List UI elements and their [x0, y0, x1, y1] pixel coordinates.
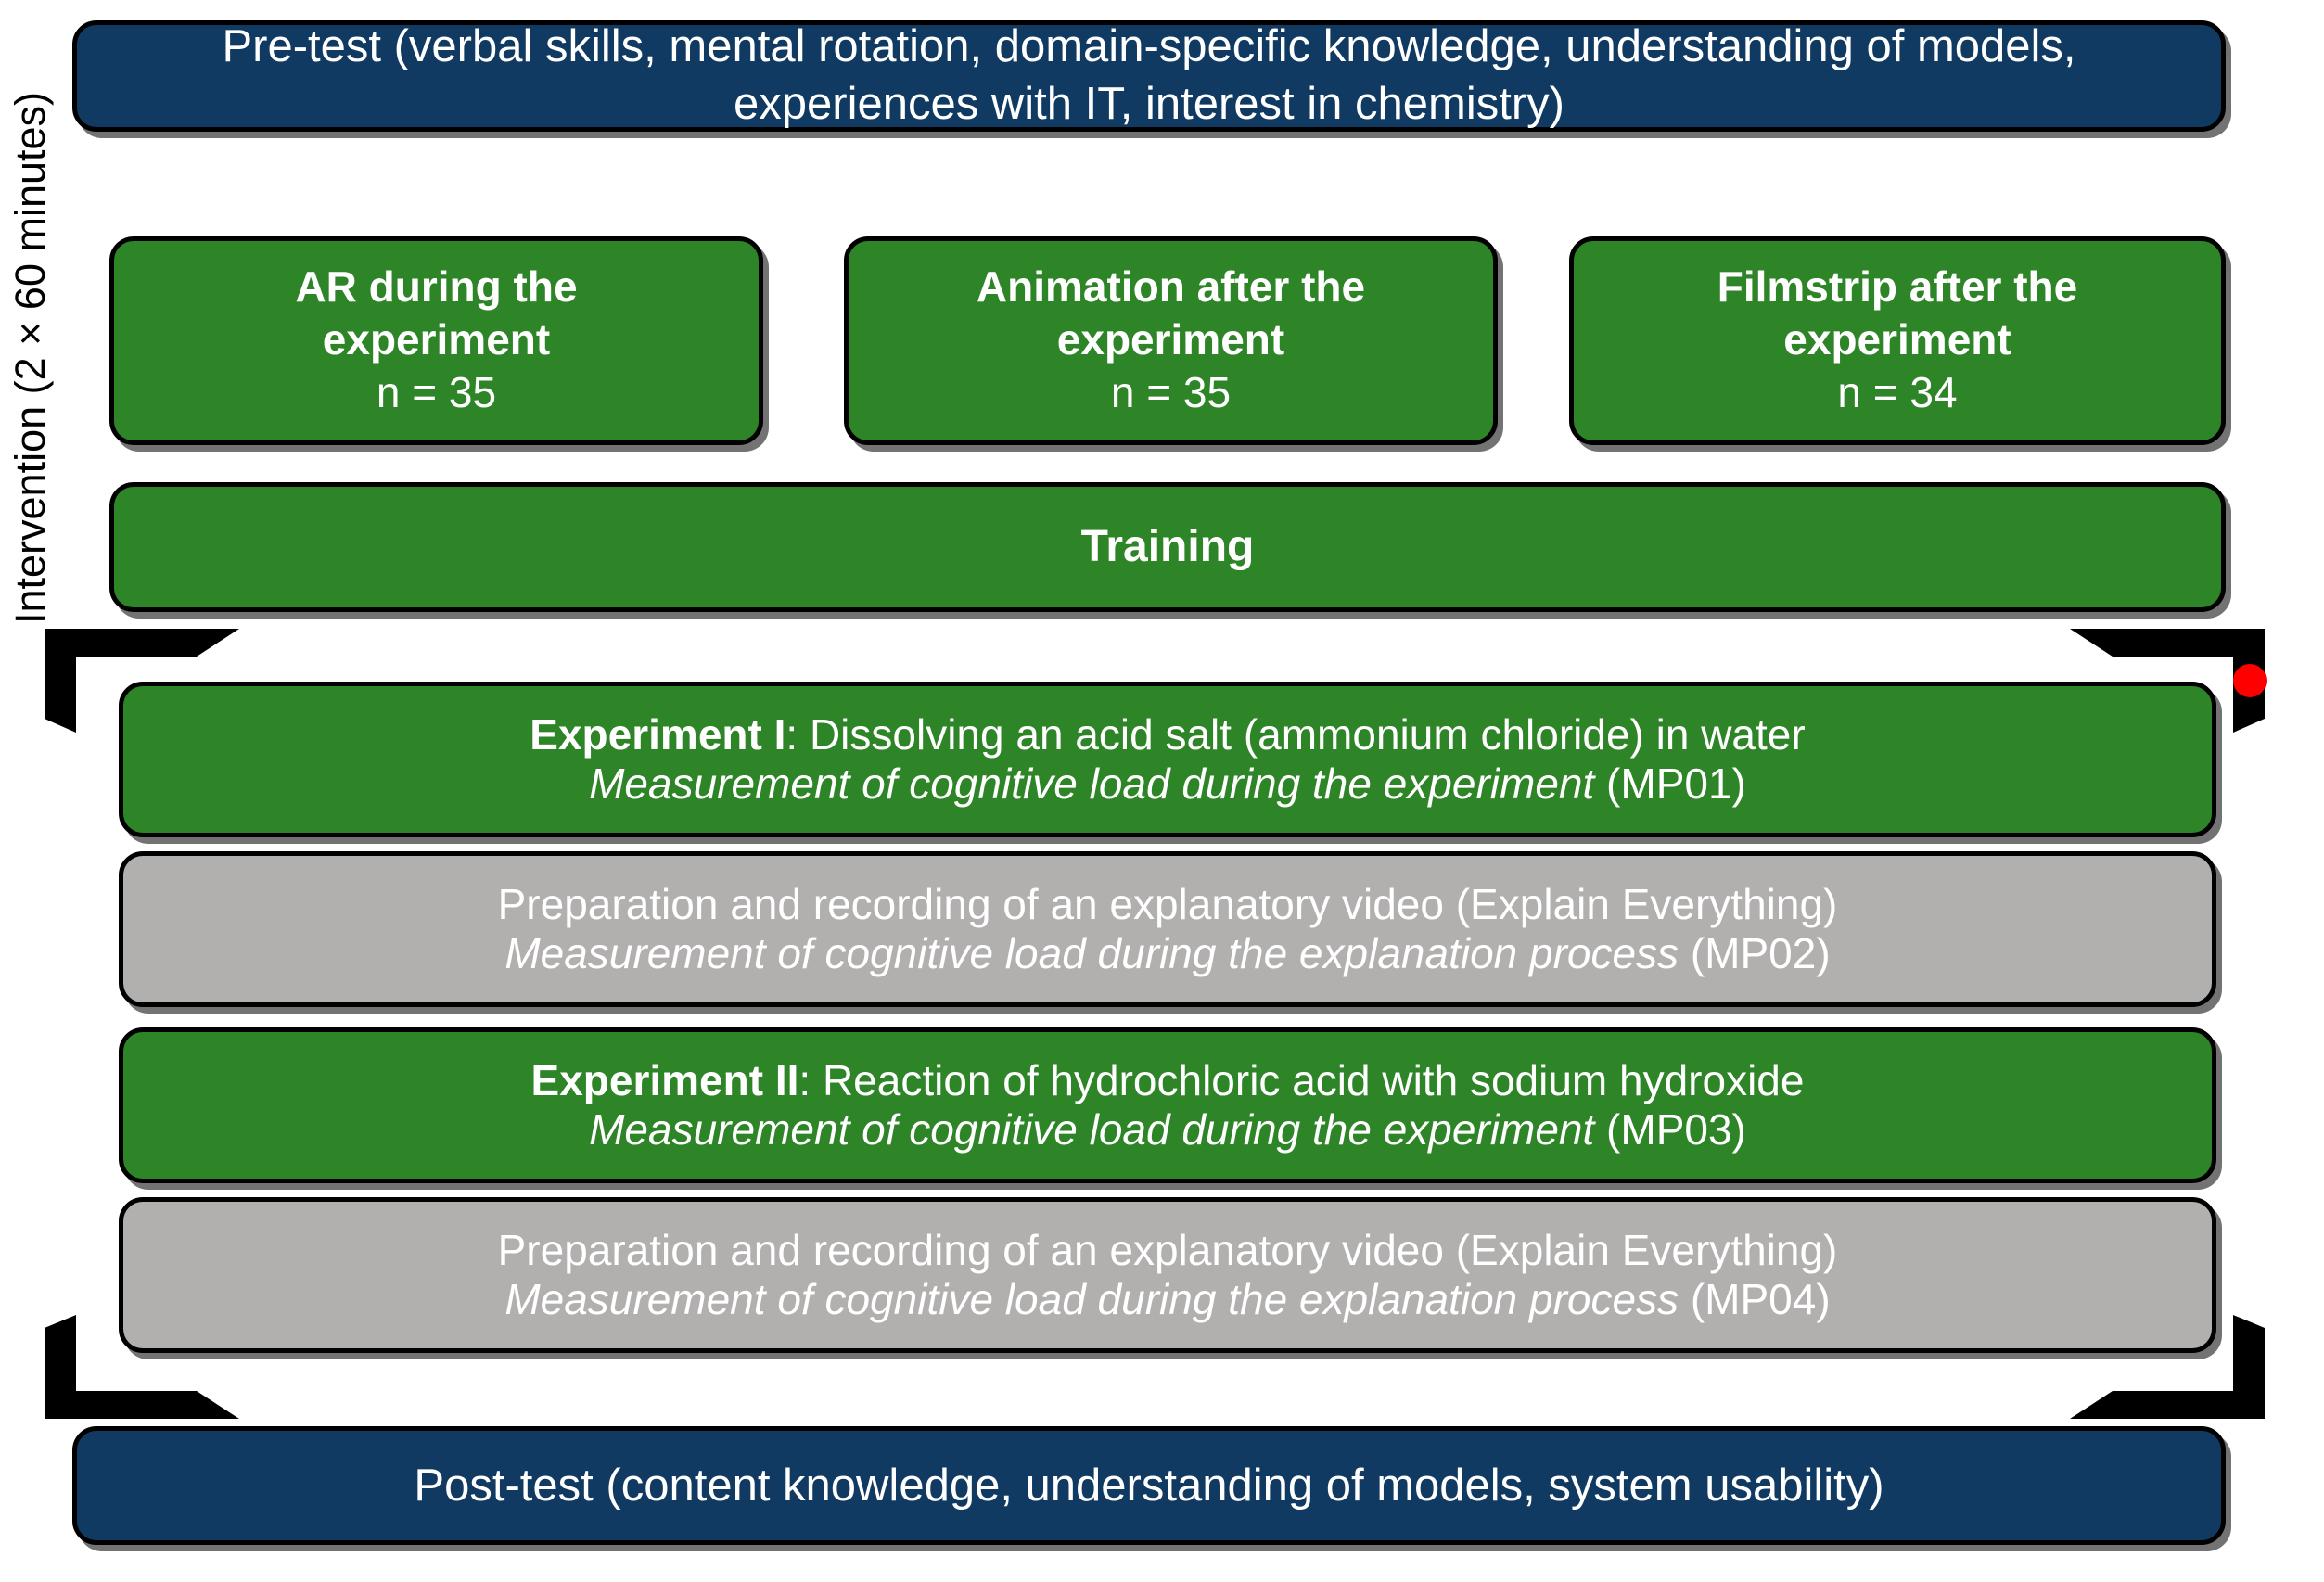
mouse-cursor-dot: [2233, 664, 2267, 697]
condition-box-animation: Animation after the experiment n = 35: [844, 236, 1498, 445]
training-label: Training: [1080, 522, 1255, 572]
explanatory-video-2-measure-text: Measurement of cognitive load during the…: [504, 1275, 1679, 1323]
condition-animation-sample-size: n = 35: [1110, 367, 1232, 416]
experiment-2-box: Experiment II: Reaction of hydrochloric …: [119, 1027, 2216, 1183]
experiment-2-measure-text: Measurement of cognitive load during the…: [589, 1105, 1595, 1154]
training-box: Training: [109, 482, 2226, 612]
intervention-label-text: Intervention (2 × 60 minutes): [6, 91, 54, 625]
explanatory-video-1-measure: Measurement of cognitive load during the…: [504, 929, 1830, 978]
experiment-2-title-rest: : Reaction of hydrochloric acid with sod…: [798, 1055, 1805, 1104]
explanatory-video-1-measure-text: Measurement of cognitive load during the…: [504, 929, 1679, 977]
intervention-bracket-top-left: [24, 629, 239, 733]
experiment-1-measure-code: (MP01): [1594, 759, 1746, 808]
condition-filmstrip-title-line-2: experiment: [1783, 314, 2011, 364]
explanatory-video-1-box: Preparation and recording of an explanat…: [119, 851, 2216, 1007]
experiment-2-title-bold: Experiment II: [530, 1055, 799, 1104]
experiment-1-title-bold: Experiment I: [530, 709, 786, 759]
experiment-1-title-rest: : Dissolving an acid salt (ammonium chlo…: [785, 709, 1806, 759]
condition-animation-title-line-1: Animation after the: [976, 262, 1366, 312]
condition-box-ar: AR during the experiment n = 35: [109, 236, 763, 445]
experiment-2-title: Experiment II: Reaction of hydrochloric …: [531, 1056, 1805, 1105]
experiment-1-title: Experiment I: Dissolving an acid salt (a…: [530, 710, 1805, 759]
intervention-label: Intervention (2 × 60 minutes): [0, 15, 61, 701]
posttest-line-1: Post-test (content knowledge, understand…: [414, 1460, 1884, 1511]
explanatory-video-2-measure-code: (MP04): [1679, 1275, 1831, 1323]
explanatory-video-1-measure-code: (MP02): [1679, 929, 1831, 977]
experiment-1-measure: Measurement of cognitive load during the…: [589, 759, 1746, 809]
pretest-line-1: Pre-test (verbal skills, mental rotation…: [222, 21, 2076, 72]
posttest-box: Post-test (content knowledge, understand…: [72, 1426, 2226, 1545]
explanatory-video-2-box: Preparation and recording of an explanat…: [119, 1197, 2216, 1353]
condition-ar-title-line-1: AR during the: [295, 262, 578, 312]
condition-ar-sample-size: n = 35: [376, 367, 497, 416]
condition-filmstrip-title-line-1: Filmstrip after the: [1717, 262, 2078, 312]
experiment-1-measure-text: Measurement of cognitive load during the…: [589, 759, 1595, 808]
explanatory-video-2-title: Preparation and recording of an explanat…: [497, 1225, 1838, 1274]
intervention-bracket-bottom-right: [2070, 1315, 2285, 1419]
explanatory-video-1-title: Preparation and recording of an explanat…: [497, 879, 1838, 928]
intervention-bracket-top-right: [2070, 629, 2285, 733]
pretest-line-2: experiences with IT, interest in chemist…: [734, 79, 1564, 129]
experiment-2-measure: Measurement of cognitive load during the…: [589, 1105, 1746, 1155]
condition-filmstrip-sample-size: n = 34: [1837, 367, 1958, 416]
intervention-bracket-bottom-left: [24, 1315, 239, 1419]
pretest-box: Pre-test (verbal skills, mental rotation…: [72, 20, 2226, 132]
explanatory-video-2-measure: Measurement of cognitive load during the…: [504, 1275, 1830, 1324]
condition-animation-title-line-2: experiment: [1056, 314, 1285, 364]
experiment-1-box: Experiment I: Dissolving an acid salt (a…: [119, 682, 2216, 837]
condition-box-filmstrip: Filmstrip after the experiment n = 34: [1569, 236, 2226, 445]
experiment-2-measure-code: (MP03): [1594, 1105, 1746, 1154]
condition-ar-title-line-2: experiment: [322, 314, 551, 364]
